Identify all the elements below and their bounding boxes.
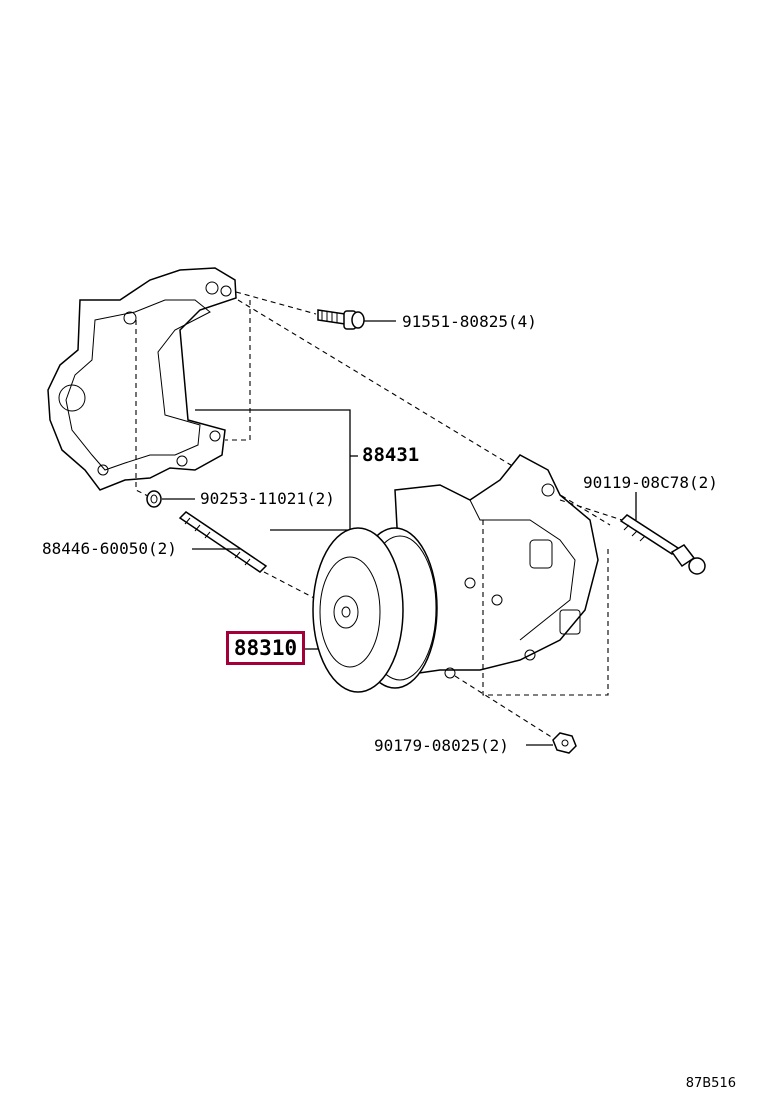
label-88431: 88431 [362,444,420,466]
nut-90179 [552,732,577,754]
label-90179: 90179-08025(2) [374,736,509,755]
label-88310: 88310 [233,636,298,660]
compressor-88310 [312,454,599,693]
label-91551: 91551-80825(4) [402,312,537,331]
bracket-88431 [47,267,237,491]
bolt-91551 [317,309,365,330]
nut-90253 [146,490,162,508]
highlighted-part-88310[interactable]: 88310 [226,631,305,665]
label-88446: 88446-60050(2) [42,539,177,558]
bolt-90119 [619,514,706,575]
label-90253: 90253-11021(2) [200,489,335,508]
stud-88446 [178,511,268,573]
figure-code: 87B516 [685,1076,736,1091]
label-90119: 90119-08C78(2) [583,473,718,492]
